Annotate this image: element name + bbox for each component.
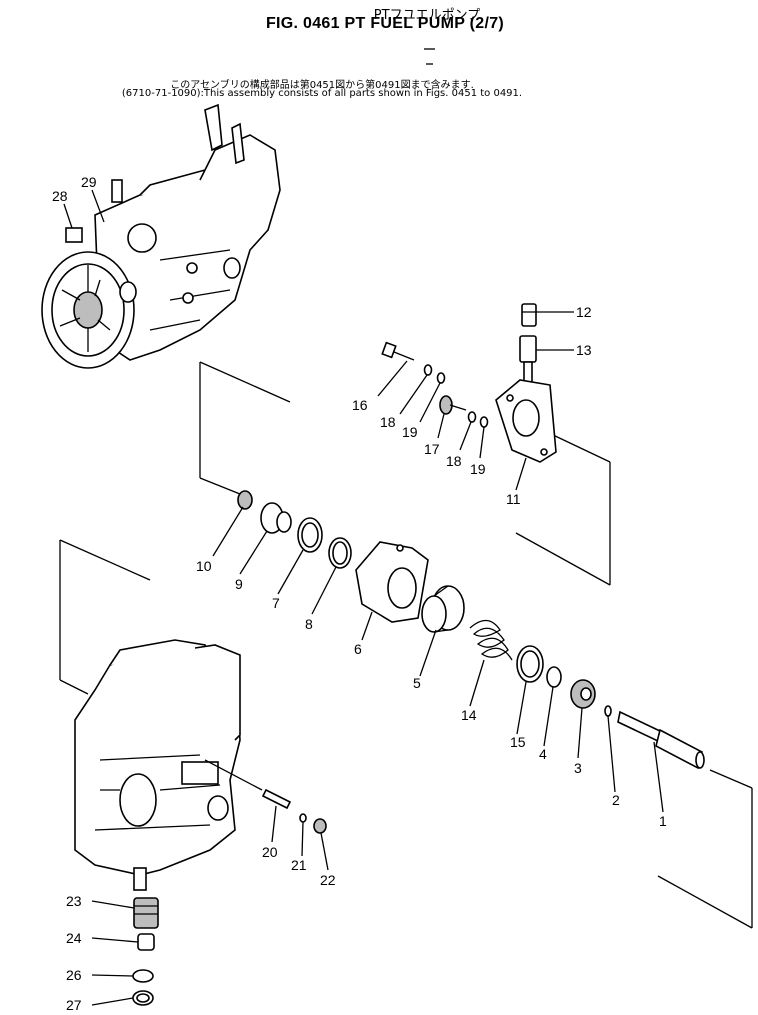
assembly-guide-lines [59, 361, 753, 929]
callout-2: 2 [612, 792, 620, 808]
assembly-note-japanese: このアセンブリの構成部品は第0451図から第0491図まで含みます. [170, 80, 474, 91]
pump-assembly-illustration [41, 103, 281, 369]
callout-18: 18 [380, 414, 396, 430]
callout-18-b: 18 [446, 453, 462, 469]
callout-10: 10 [196, 558, 212, 574]
callout-12: 12 [576, 304, 592, 320]
callout-29: 29 [81, 174, 97, 190]
callout-labels: 12 13 16 18 19 17 18 19 11 10 9 7 8 6 5 … [52, 174, 667, 1013]
callout-4: 4 [539, 746, 547, 762]
callout-13: 13 [576, 342, 592, 358]
part-6-housing [355, 541, 429, 623]
part-2-o-ring [604, 705, 612, 717]
part-24-plug [137, 933, 155, 951]
callout-22: 22 [320, 872, 336, 888]
callout-3: 3 [574, 760, 582, 776]
callout-leaders [63, 189, 664, 1006]
part-20-screw [261, 788, 292, 810]
part-13-connector [519, 335, 537, 385]
part-3-nut [570, 679, 596, 709]
part-5-sleeve [421, 585, 465, 633]
callout-8: 8 [305, 616, 313, 632]
part-16-bolt [381, 341, 415, 361]
callout-11: 11 [506, 491, 521, 507]
callout-19-b: 19 [470, 461, 486, 477]
part-17-bolt [439, 395, 467, 415]
callout-23: 23 [66, 893, 82, 909]
assembly-note-english: (6710-71-1090):This assembly consists of… [121, 88, 523, 99]
figure-subtitle: PTフユエルポンプ [373, 8, 481, 23]
part-12-fitting [521, 303, 537, 327]
part-27-o-ring [132, 990, 154, 1006]
part-22-nut [313, 818, 327, 834]
callout-20: 20 [262, 844, 278, 860]
part-1-shaft [617, 710, 705, 770]
callout-28: 28 [52, 188, 68, 204]
part-8-ring [328, 537, 352, 569]
part-14-spring [469, 619, 513, 661]
part-10-nut [237, 490, 253, 510]
part-7-ring [297, 517, 323, 553]
part-15-ring [516, 645, 544, 683]
part-4-washer [546, 666, 562, 688]
callout-27: 27 [66, 997, 82, 1013]
callout-15: 15 [510, 734, 526, 750]
callout-14: 14 [461, 707, 477, 723]
figure-title: FIG. 0461 PT FUEL PUMP (2/7) [265, 15, 505, 32]
callout-16: 16 [352, 397, 368, 413]
callout-5: 5 [413, 675, 421, 691]
callout-26: 26 [66, 967, 82, 983]
callout-6: 6 [354, 641, 362, 657]
part-11-cover-plate [495, 379, 557, 463]
part-21-o-ring [299, 813, 307, 823]
part-9-plug [260, 502, 292, 534]
pump-housing-illustration [74, 639, 241, 891]
callout-1: 1 [659, 813, 667, 829]
callout-21: 21 [291, 857, 307, 873]
callout-19: 19 [402, 424, 418, 440]
callout-24: 24 [66, 930, 82, 946]
callout-9: 9 [235, 576, 243, 592]
callout-7: 7 [272, 595, 280, 611]
callout-17: 17 [424, 441, 440, 457]
part-26-o-ring [132, 969, 154, 983]
title-marks [424, 48, 435, 65]
part-23-plug [133, 897, 159, 929]
